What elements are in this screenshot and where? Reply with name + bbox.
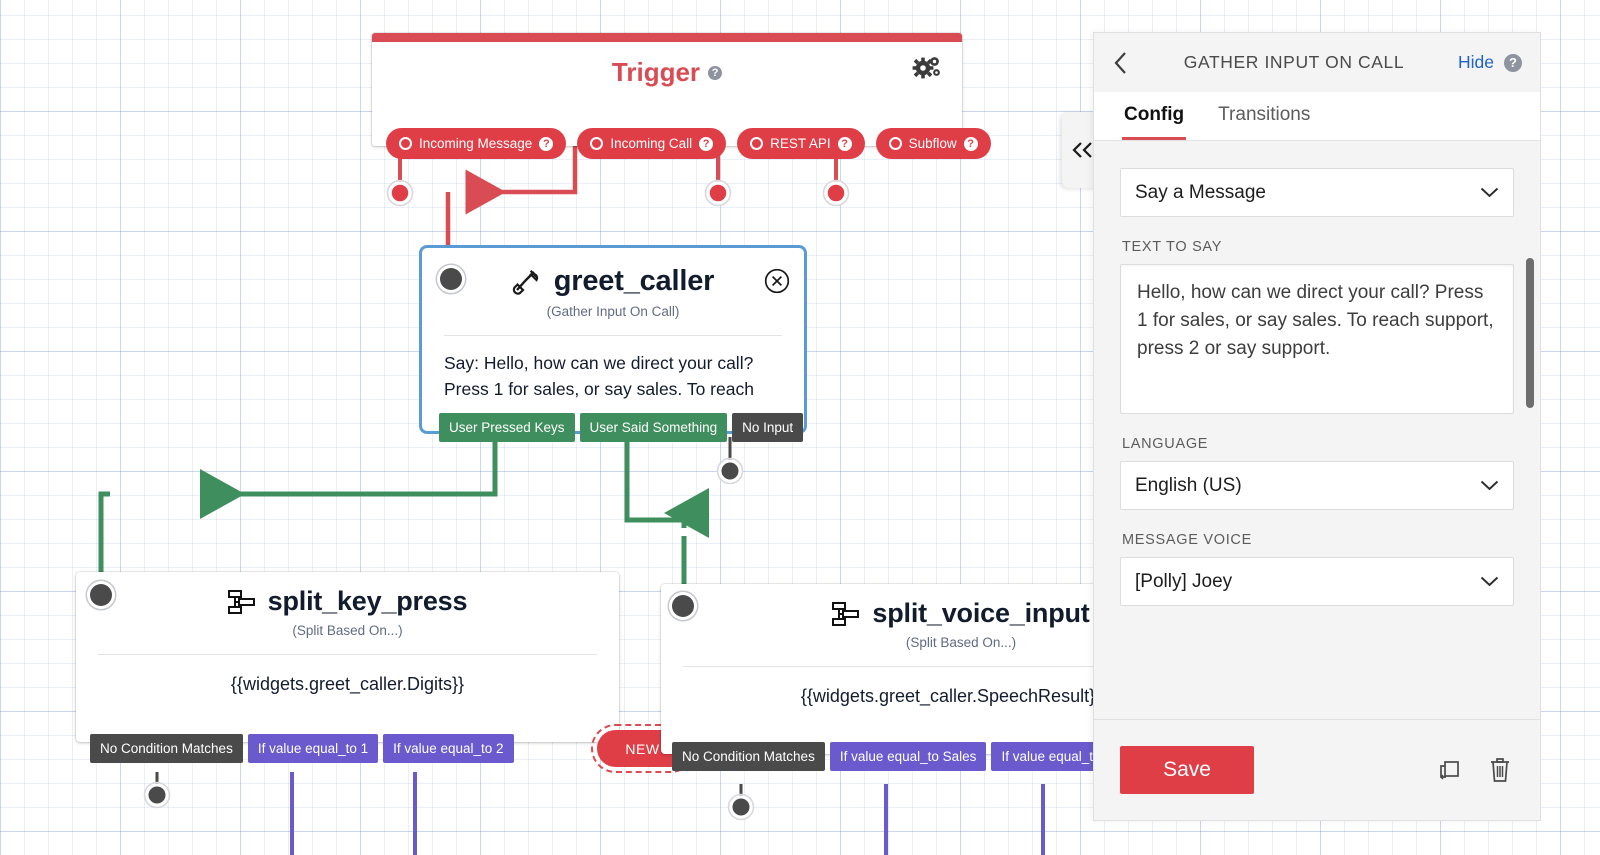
transition-chip-equal-to-1[interactable]: If value equal_to 1 bbox=[247, 734, 379, 763]
node-body-text: {{widgets.greet_caller.SpeechResult}} bbox=[800, 686, 1102, 706]
node-greet-caller[interactable]: greet_caller (Gather Input On Call) Say:… bbox=[419, 245, 807, 442]
divider bbox=[98, 654, 597, 655]
node-split-key-press[interactable]: split_key_press (Split Based On...) {{wi… bbox=[76, 572, 695, 773]
node-input-endpoint[interactable] bbox=[672, 595, 694, 617]
language-select[interactable]: English (US) bbox=[1120, 461, 1514, 510]
phone-handset-icon bbox=[512, 269, 538, 295]
panel-footer-icons bbox=[1434, 755, 1514, 785]
panel-title: GATHER INPUT ON CALL bbox=[1183, 52, 1405, 72]
node-subtitle: (Split Based On...) bbox=[292, 623, 403, 638]
text-to-say-textarea[interactable]: Hello, how can we direct your call? Pres… bbox=[1120, 264, 1514, 414]
help-icon[interactable]: ? bbox=[699, 136, 714, 151]
widget-type-value: Say a Message bbox=[1135, 181, 1266, 203]
chevron-left-icon[interactable] bbox=[1112, 50, 1130, 76]
field-message-voice: MESSAGE VOICE [Polly] Joey bbox=[1120, 532, 1514, 606]
trigger-pill-incoming-call[interactable]: Incoming Call ? bbox=[577, 128, 727, 159]
node-transition-chips: User Pressed Keys User Said Something No… bbox=[439, 413, 804, 442]
radio-icon bbox=[750, 137, 764, 150]
chevron-down-icon bbox=[1480, 187, 1499, 198]
transition-chip-user-pressed-keys[interactable]: User Pressed Keys bbox=[439, 413, 575, 442]
node-title-row: split_key_press bbox=[76, 572, 619, 617]
node-title: split_key_press bbox=[267, 586, 468, 616]
transition-chip-no-condition-matches[interactable]: No Condition Matches bbox=[90, 734, 243, 763]
trigger-pill-row: Incoming Message ? Incoming Call ? REST … bbox=[372, 128, 991, 159]
message-voice-label: MESSAGE VOICE bbox=[1122, 532, 1252, 548]
transition-chip-no-input[interactable]: No Input bbox=[732, 413, 804, 442]
node-title-row: greet_caller bbox=[422, 248, 804, 298]
duplicate-icon[interactable] bbox=[1434, 755, 1464, 785]
node-input-endpoint[interactable] bbox=[440, 268, 462, 290]
divider bbox=[444, 335, 782, 336]
text-to-say-label: TEXT TO SAY bbox=[1122, 239, 1223, 255]
help-icon[interactable]: ? bbox=[708, 65, 723, 80]
tab-transitions[interactable]: Transitions bbox=[1218, 104, 1311, 125]
node-subtitle: (Gather Input On Call) bbox=[546, 304, 680, 319]
help-icon[interactable]: ? bbox=[539, 136, 554, 151]
node-title: greet_caller bbox=[553, 265, 715, 297]
transition-chip-no-condition-matches[interactable]: No Condition Matches bbox=[672, 742, 825, 771]
field-language: LANGUAGE English (US) bbox=[1120, 436, 1514, 510]
chevron-down-icon bbox=[1480, 576, 1499, 587]
pill-label: REST API bbox=[770, 136, 831, 151]
split-icon bbox=[832, 601, 860, 626]
gears-icon[interactable] bbox=[912, 55, 942, 88]
trigger-title: Trigger bbox=[611, 57, 701, 87]
radio-icon bbox=[590, 137, 604, 150]
node-title-row: split_voice_input bbox=[661, 584, 1181, 629]
help-icon[interactable]: ? bbox=[837, 136, 852, 151]
language-value: English (US) bbox=[1135, 474, 1242, 496]
trigger-card[interactable]: Trigger ? Incoming Message ? Inc bbox=[372, 33, 991, 159]
split-icon bbox=[227, 589, 255, 614]
panel-form: Say a Message TEXT TO SAY Hello, how can… bbox=[1094, 146, 1540, 751]
panel-scrollbar[interactable] bbox=[1526, 226, 1534, 821]
divider bbox=[683, 666, 1159, 667]
node-transition-chips: No Condition Matches If value equal_to 1… bbox=[90, 724, 695, 773]
node-body-text: {{widgets.greet_caller.Digits}} bbox=[230, 674, 465, 694]
node-input-endpoint[interactable] bbox=[90, 584, 112, 606]
trigger-title-row: Trigger ? bbox=[372, 57, 962, 88]
trigger-pill-incoming-message[interactable]: Incoming Message ? bbox=[386, 128, 567, 159]
close-circle-icon[interactable] bbox=[764, 268, 790, 294]
transition-chip-user-said-something[interactable]: User Said Something bbox=[579, 413, 728, 442]
pill-label: Incoming Call bbox=[610, 136, 693, 151]
field-text-to-say: TEXT TO SAY Hello, how can we direct you… bbox=[1120, 239, 1514, 414]
trigger-pill-subflow[interactable]: Subflow ? bbox=[875, 128, 991, 159]
save-button[interactable]: Save bbox=[1120, 746, 1254, 794]
panel-hide-button[interactable]: Hide bbox=[1458, 52, 1494, 72]
transition-chip-equal-to-sales[interactable]: If value equal_to Sales bbox=[829, 742, 987, 771]
trash-icon[interactable] bbox=[1486, 755, 1514, 785]
clipped-field-label bbox=[1120, 626, 1514, 635]
double-chevron-left-icon bbox=[1072, 142, 1092, 158]
node-title: split_voice_input bbox=[872, 598, 1090, 628]
chevron-down-icon bbox=[1480, 480, 1499, 491]
panel-footer: Save bbox=[1094, 719, 1540, 820]
node-transition-chips: No Condition Matches If value equal_to S… bbox=[672, 742, 1146, 771]
pill-label: Incoming Message bbox=[419, 136, 533, 151]
message-voice-value: [Polly] Joey bbox=[1135, 570, 1233, 592]
pill-label: Subflow bbox=[908, 136, 957, 151]
message-voice-select[interactable]: [Polly] Joey bbox=[1120, 557, 1514, 606]
widget-type-select[interactable]: Say a Message bbox=[1120, 168, 1514, 217]
transition-chip-equal-to-2[interactable]: If value equal_to 2 bbox=[383, 734, 514, 763]
widget-config-panel[interactable]: GATHER INPUT ON CALL Hide ? Config Trans… bbox=[1094, 33, 1540, 820]
panel-header: GATHER INPUT ON CALL Hide ? bbox=[1094, 33, 1540, 92]
panel-scrollbar-thumb[interactable] bbox=[1526, 258, 1534, 408]
trigger-pill-rest-api[interactable]: REST API ? bbox=[737, 128, 865, 159]
radio-icon bbox=[399, 137, 412, 150]
trigger-accent-bar bbox=[372, 33, 962, 42]
language-label: LANGUAGE bbox=[1122, 436, 1209, 452]
radio-icon bbox=[888, 137, 902, 150]
tab-config[interactable]: Config bbox=[1122, 92, 1187, 140]
help-icon[interactable]: ? bbox=[963, 136, 978, 151]
panel-tabs: Config Transitions bbox=[1094, 92, 1540, 141]
node-subtitle: (Split Based On...) bbox=[905, 635, 1017, 650]
field-widget-type: Say a Message bbox=[1120, 168, 1514, 217]
node-body-text: Say: Hello, how can we direct your call?… bbox=[444, 353, 754, 400]
help-icon[interactable]: ? bbox=[1504, 53, 1522, 72]
